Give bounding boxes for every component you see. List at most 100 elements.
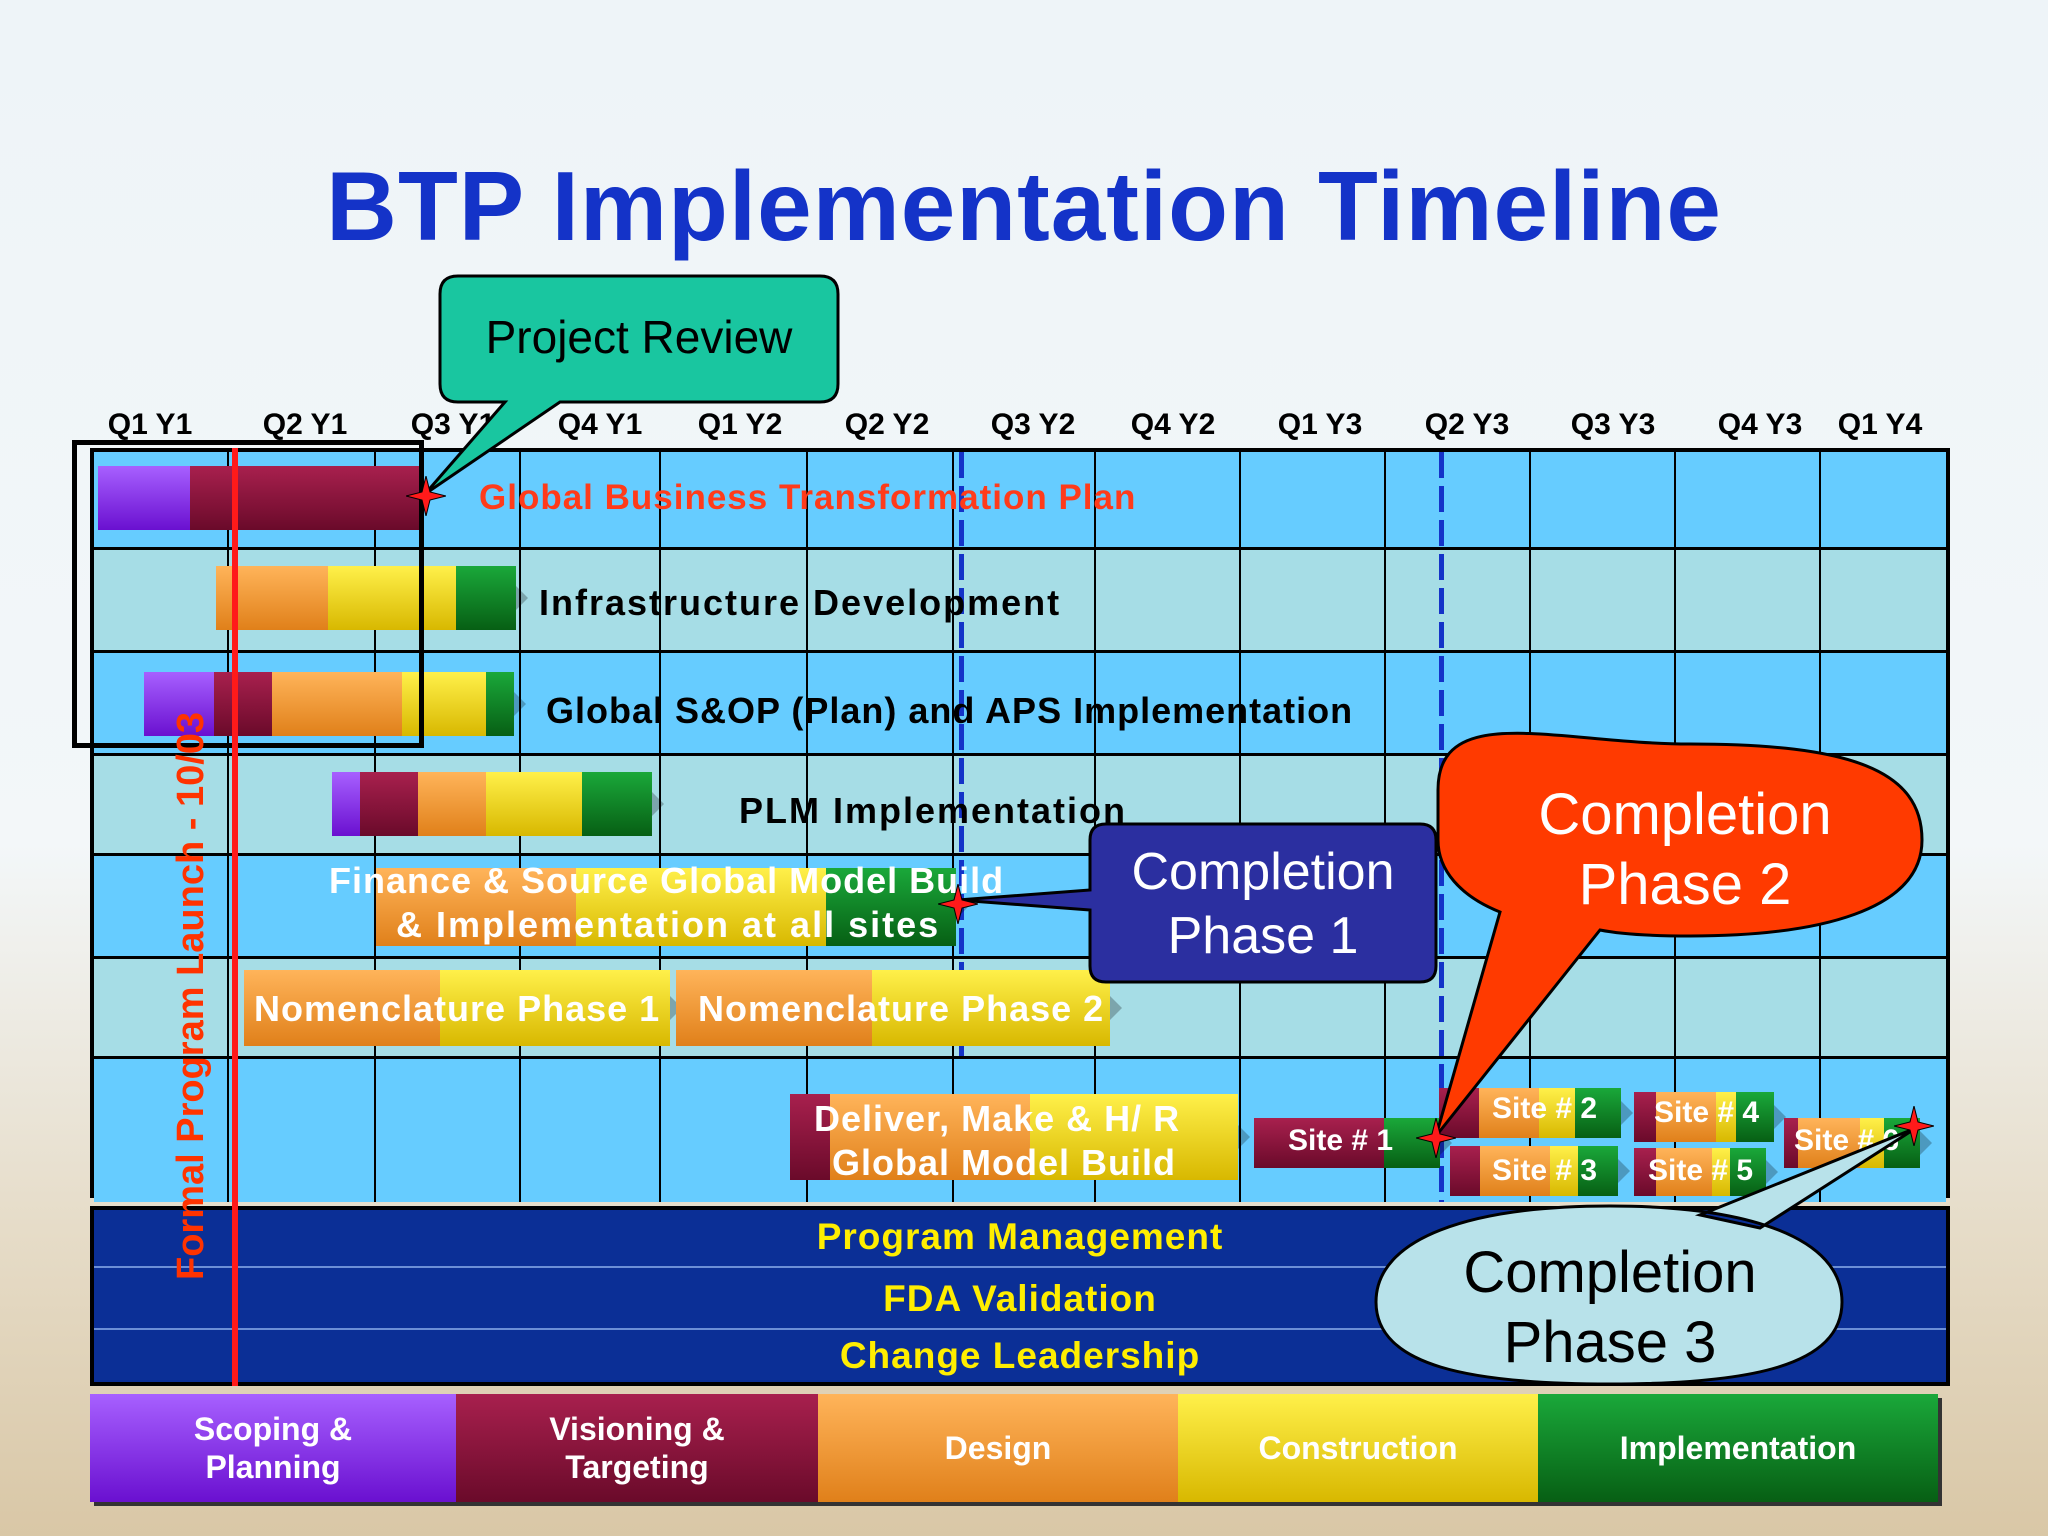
project-review-callout: Project Review bbox=[440, 310, 838, 364]
milestone-star-icon bbox=[1416, 1118, 1456, 1158]
task-label-infra: Infrastructure Development bbox=[539, 582, 1062, 623]
site-label: Site # 3 bbox=[1492, 1154, 1598, 1187]
grid-vline bbox=[952, 452, 954, 1202]
band-program-management: Program Management bbox=[816, 1216, 1224, 1257]
band-change-leadership: Change Leadership bbox=[839, 1335, 1201, 1376]
grid-vline bbox=[1384, 452, 1386, 1202]
bar-segment-construction bbox=[328, 566, 456, 630]
quarter-label: Q3 Y3 bbox=[1570, 408, 1656, 441]
site-label: Site # 4 bbox=[1654, 1096, 1760, 1129]
phase-construction: Construction bbox=[1178, 1394, 1538, 1502]
band-divider bbox=[94, 1266, 1946, 1268]
quarter-label: Q1 Y3 bbox=[1277, 408, 1363, 441]
phase1-text-line1: Completion bbox=[1131, 843, 1395, 901]
site-label: Site # 1 bbox=[1288, 1124, 1394, 1157]
task-label-deliver-line2: Global Model Build bbox=[832, 1142, 1176, 1183]
band-fda-validation: FDA Validation bbox=[883, 1278, 1157, 1319]
task-label-finance-line1: Finance & Source Global Model Build bbox=[329, 860, 1005, 901]
project-review-text: Project Review bbox=[485, 311, 793, 363]
bar-segment-implementation bbox=[456, 566, 516, 630]
phase-legend: Scoping &Planning Visioning &Targeting D… bbox=[90, 1394, 1952, 1502]
bar-segment-visioning bbox=[360, 772, 418, 836]
phase1-text-line2: Phase 1 bbox=[1167, 907, 1359, 965]
bar-segment-construction bbox=[402, 672, 486, 736]
quarter-label: Q2 Y1 bbox=[262, 408, 348, 441]
phase3-callout: Completion Phase 3 bbox=[1380, 1238, 1840, 1378]
bar-segment-implementation bbox=[486, 672, 514, 736]
project-review-box bbox=[72, 440, 424, 748]
grid-hline bbox=[94, 753, 1946, 756]
grid-vline bbox=[1239, 452, 1241, 1202]
quarter-label: Q4 Y3 bbox=[1717, 408, 1803, 441]
bar-segment-construction bbox=[440, 970, 670, 1046]
bar-segment-construction bbox=[486, 772, 582, 836]
task-label-nomenclature1: Nomenclature Phase 1 bbox=[254, 988, 661, 1029]
bar-segment-scoping bbox=[98, 466, 190, 530]
nomenclature-bar bbox=[244, 970, 1110, 1046]
phase3-text-line2: Phase 3 bbox=[1503, 1310, 1717, 1375]
deliver-bar bbox=[790, 1094, 1238, 1180]
bar-segment-design bbox=[376, 868, 576, 946]
task-label-plm: PLM Implementation bbox=[739, 790, 1128, 831]
bar-segment-visioning bbox=[1254, 1118, 1294, 1168]
bar-segment-scoping bbox=[332, 772, 360, 836]
grid-vline bbox=[806, 452, 808, 1202]
bar-segment-visioning bbox=[190, 466, 420, 530]
bar-segment-design bbox=[418, 772, 486, 836]
program-launch-line bbox=[232, 448, 238, 1386]
quarter-label: Q2 Y3 bbox=[1424, 408, 1510, 441]
plm-bar bbox=[332, 772, 652, 836]
phase-label: Visioning & bbox=[549, 1411, 725, 1447]
task-label-sop: Global S&OP (Plan) and APS Implementatio… bbox=[546, 690, 1354, 731]
quarter-label: Q3 Y1 bbox=[410, 408, 496, 441]
grid-hline bbox=[94, 547, 1946, 550]
sop-bar bbox=[144, 672, 514, 736]
task-label-gbtp: Global Business Transformation Plan bbox=[479, 478, 1137, 517]
band-divider bbox=[94, 1328, 1946, 1330]
task-label-nomenclature2: Nomenclature Phase 2 bbox=[698, 988, 1105, 1029]
site-label: Site # 5 bbox=[1648, 1154, 1754, 1187]
bar-segment-visioning bbox=[790, 1094, 830, 1180]
bar-segment-visioning bbox=[1634, 1092, 1656, 1142]
grid-vline bbox=[659, 452, 661, 1202]
phase-label: Implementation bbox=[1619, 1430, 1857, 1466]
program-launch-label: Formal Program Launch - 10/03 bbox=[170, 711, 212, 1280]
phase2-text-line1: Completion bbox=[1538, 782, 1832, 847]
bar-segment-design bbox=[830, 1094, 1030, 1180]
phase1-dashed-line bbox=[959, 452, 964, 1062]
quarter-label: Q1 Y2 bbox=[697, 408, 783, 441]
grid-vline bbox=[227, 452, 229, 1202]
site-label: Site # 2 bbox=[1492, 1092, 1598, 1125]
page-title: BTP Implementation Timeline bbox=[326, 151, 1722, 261]
gbtp-bar bbox=[98, 466, 420, 530]
bar-segment-design bbox=[272, 672, 402, 736]
milestone-star-icon bbox=[1894, 1106, 1934, 1146]
bar-segment-implementation bbox=[582, 772, 652, 836]
quarter-label: Q1 Y4 bbox=[1837, 408, 1923, 441]
phase2-text-line2: Phase 2 bbox=[1578, 852, 1792, 917]
grid-hline bbox=[94, 1056, 1946, 1059]
grid-hline bbox=[94, 650, 1946, 653]
bar-segment-construction bbox=[576, 868, 826, 946]
grid-hline bbox=[94, 956, 1946, 959]
site-label: Site # 6 bbox=[1794, 1124, 1900, 1157]
phase-label: Targeting bbox=[565, 1449, 709, 1485]
phase-scoping: Scoping &Planning bbox=[90, 1394, 456, 1502]
milestone-star-icon bbox=[406, 476, 446, 516]
phase-design: Design bbox=[818, 1394, 1178, 1502]
phase1-callout: Completion Phase 1 bbox=[1090, 840, 1436, 968]
phase-visioning: Visioning &Targeting bbox=[456, 1394, 818, 1502]
phase2-callout: Completion Phase 2 bbox=[1460, 780, 1910, 920]
bar-segment-design bbox=[244, 970, 440, 1046]
bar-segment-design bbox=[1294, 1118, 1384, 1168]
phase-label: Scoping & bbox=[193, 1411, 353, 1447]
finance-bar bbox=[376, 868, 956, 946]
phase3-text-line1: Completion bbox=[1463, 1240, 1757, 1305]
bar-segment-design bbox=[676, 970, 872, 1046]
bar-segment-visioning bbox=[214, 672, 272, 736]
phase-implementation: Implementation bbox=[1538, 1394, 1938, 1502]
quarter-label: Q4 Y2 bbox=[1130, 408, 1216, 441]
quarter-label: Q3 Y2 bbox=[990, 408, 1076, 441]
task-label-deliver-line1: Deliver, Make & H/ R bbox=[814, 1098, 1181, 1139]
quarter-label: Q1 Y1 bbox=[107, 408, 193, 441]
